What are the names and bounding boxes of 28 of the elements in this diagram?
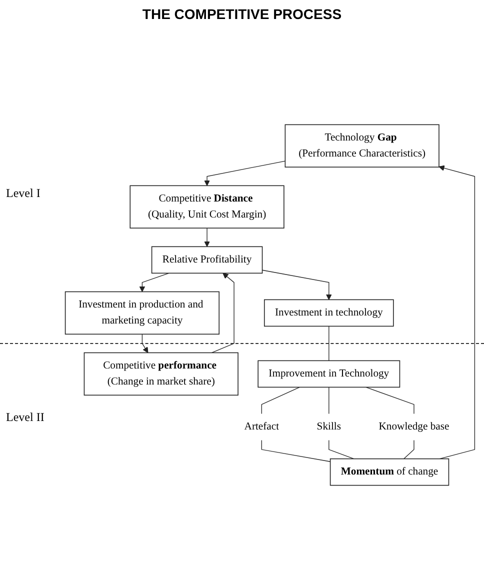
arrow xyxy=(204,228,210,247)
arrow xyxy=(212,272,234,354)
connector xyxy=(261,386,300,414)
connector xyxy=(328,386,330,414)
node-text: Knowledge base xyxy=(378,421,450,432)
node-box: Competitive Distance (Quality, Unit Cost Margin) xyxy=(130,185,284,228)
connector xyxy=(328,440,354,460)
arrow xyxy=(204,160,286,186)
level-label: Level II xyxy=(6,410,44,425)
node-box: Momentum of change xyxy=(330,458,450,486)
arrow xyxy=(438,165,476,460)
level-label: Level I xyxy=(6,186,40,201)
connector xyxy=(328,326,330,362)
diagram-title: THE COMPETITIVE PROCESS xyxy=(141,6,343,22)
node-box: Investment in technology xyxy=(264,299,394,327)
arrow xyxy=(142,334,148,353)
node-box: Improvement in Technology xyxy=(258,360,400,388)
node-text: Skills xyxy=(316,421,341,432)
node-box: Technology Gap (Performance Characteristics) xyxy=(284,124,440,168)
connector xyxy=(261,440,331,462)
node-text: Artefact xyxy=(244,421,280,432)
arrow xyxy=(139,272,170,292)
arrow xyxy=(262,270,332,300)
node-box: Relative Profitability xyxy=(151,246,263,274)
node-box: Competitive performance (Change in market share) xyxy=(84,352,238,396)
node-box: Investment in production and marketing capacity xyxy=(64,291,220,335)
connector xyxy=(366,386,414,414)
connector xyxy=(404,440,414,460)
